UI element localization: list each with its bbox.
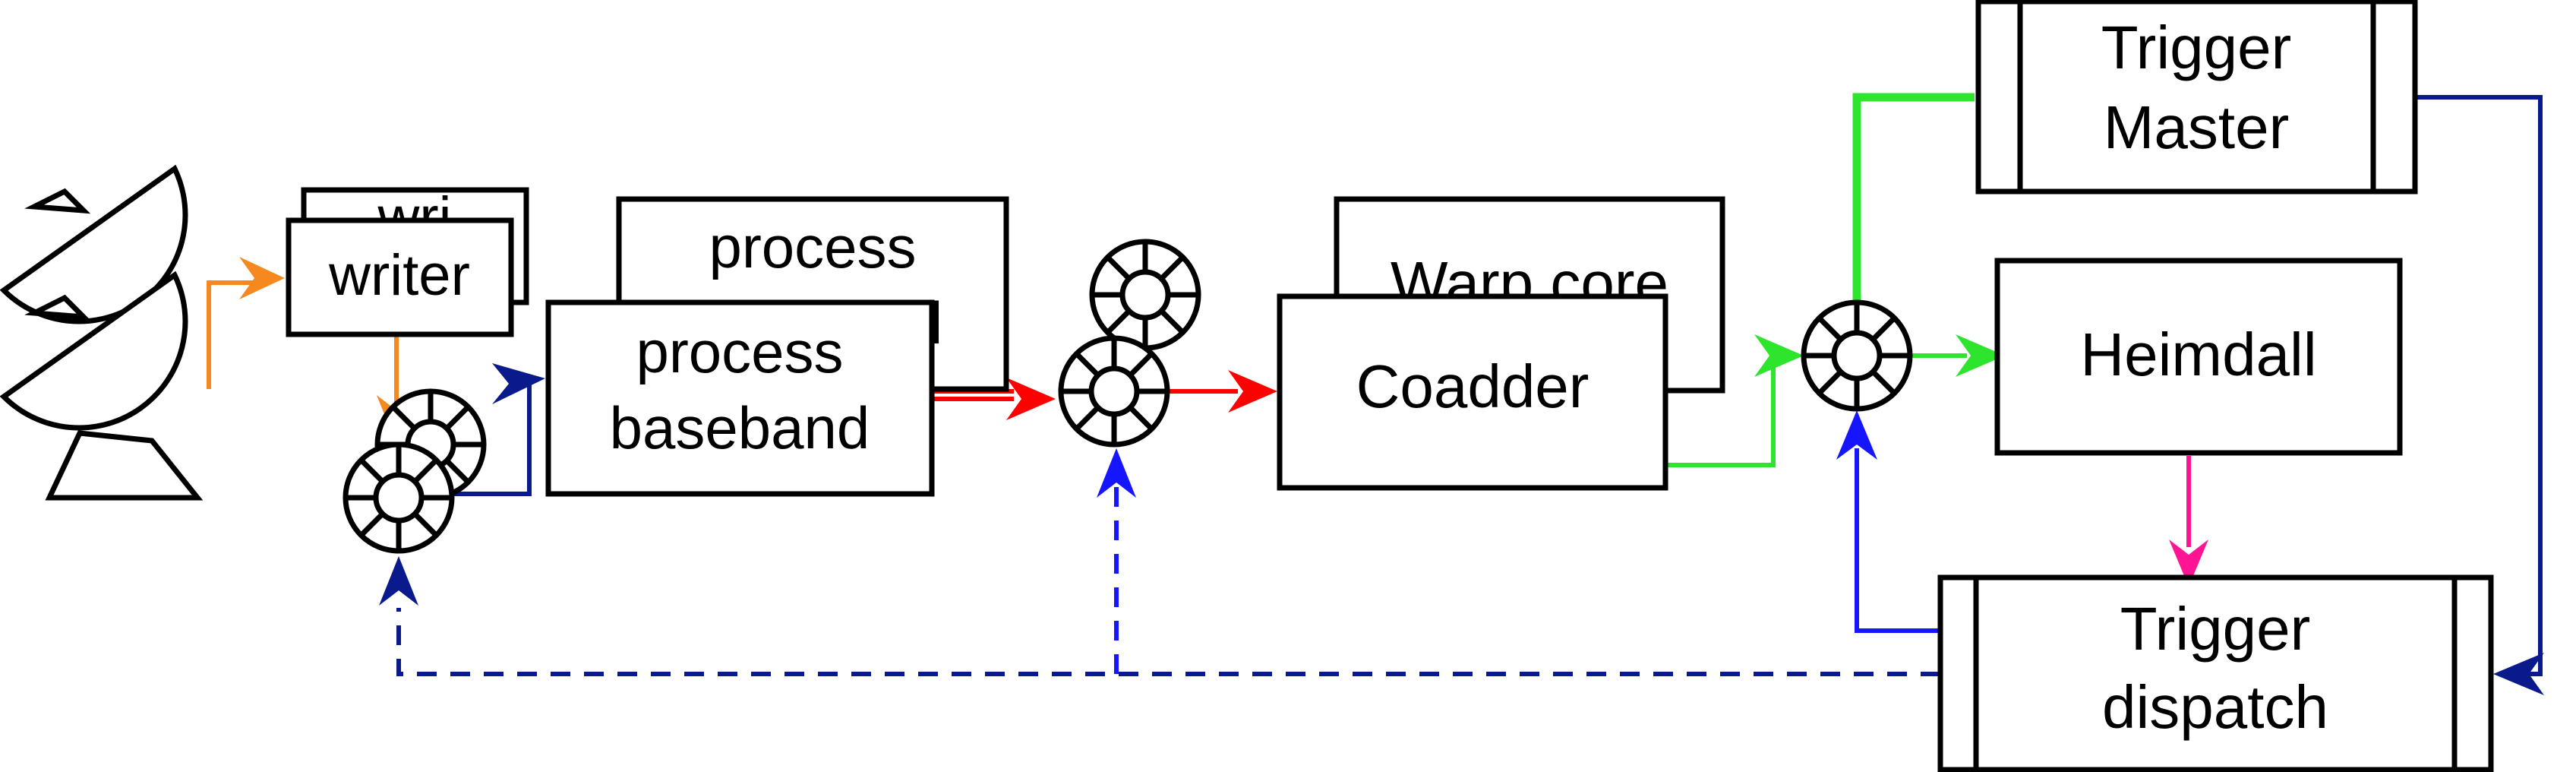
edge-dispatch-to-ringbuffers-dashed — [396, 608, 1940, 676]
trigger-dispatch-node: Trigger dispatch — [1937, 574, 2494, 772]
edge-antenna-to-writer — [207, 280, 258, 389]
arrowhead-icon — [1754, 334, 1804, 377]
arrowhead-icon — [1097, 448, 1136, 498]
process-label-line2: baseband — [610, 394, 870, 461]
process-back-label-line1: process — [709, 214, 916, 280]
edge-trigger-master-to-dispatch — [2415, 95, 2543, 676]
trigger-dispatch-label-line1: Trigger — [2120, 595, 2310, 663]
trigger-master-label-line1: Trigger — [2101, 14, 2291, 81]
heimdall-label: Heimdall — [2080, 321, 2316, 388]
arrowhead-icon — [1956, 334, 2005, 377]
arrowhead-icon — [1006, 378, 1056, 420]
arrowhead-icon — [379, 556, 418, 606]
trigger-master-label-line2: Master — [2104, 93, 2290, 161]
ring-buffer-icon-1 — [346, 445, 452, 551]
trigger-dispatch-label-line2: dispatch — [2102, 673, 2328, 741]
arrowhead-icon — [1228, 370, 1277, 413]
coadder-node: Coadder — [1277, 293, 1668, 491]
coadder-label: Coadder — [1356, 353, 1589, 420]
process-baseband-node: process baseband — [545, 299, 935, 497]
ring-buffer-icon-3 — [1804, 302, 1910, 409]
trigger-master-node: Trigger Master — [1975, 0, 2418, 195]
writer-node: writer — [286, 217, 514, 337]
arrowhead-icon — [239, 257, 285, 299]
process-label-line1: process — [636, 318, 843, 385]
dish-antenna-icon-front — [4, 275, 204, 501]
ring-buffer-icon-2 — [1061, 338, 1167, 445]
edge-ringbuffer-to-process — [444, 384, 532, 496]
arrowhead-icon — [1836, 410, 1877, 460]
ring-buffer-icon-2-back — [1092, 242, 1198, 348]
arrowhead-icon — [2169, 539, 2208, 587]
heimdall-node: Heimdall — [1994, 258, 2403, 456]
edge-ringbuffer-to-trigger-master — [1852, 93, 1975, 302]
edge-dispatch-to-ringbuffer — [1855, 448, 1940, 633]
writer-label: writer — [328, 243, 470, 308]
arrowhead-icon — [2493, 653, 2544, 695]
arrowhead-icon — [492, 363, 545, 404]
